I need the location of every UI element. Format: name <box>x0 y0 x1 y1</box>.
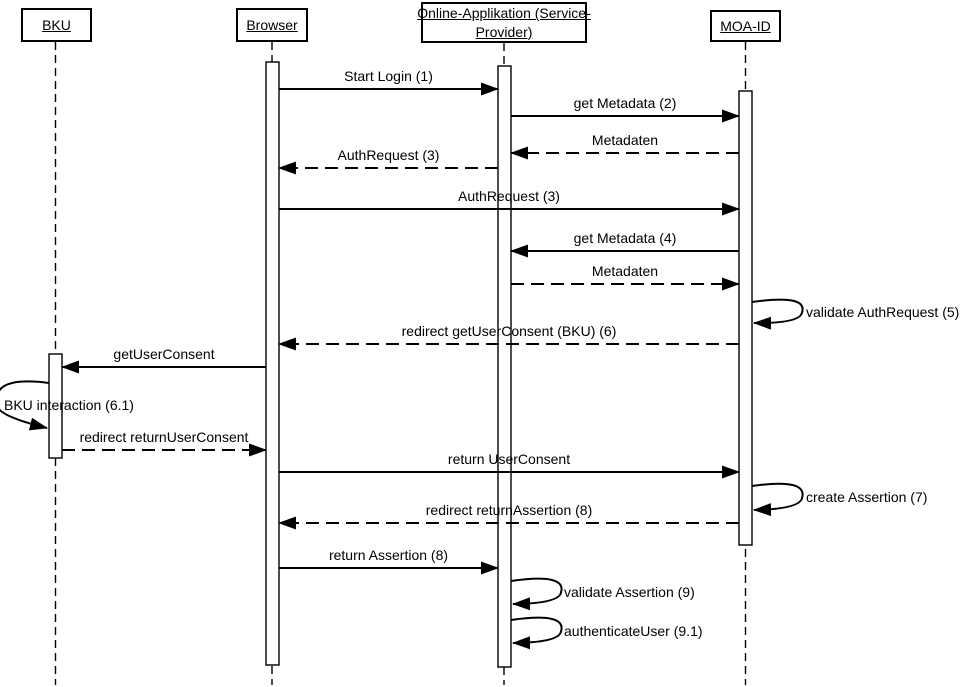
self-message-label: validate AuthRequest (5) <box>806 303 960 320</box>
self-message-label: create Assertion (7) <box>806 489 928 505</box>
activation-bar-browser <box>265 61 280 666</box>
message-label: redirect getUserConsent (BKU) (6) <box>401 323 617 339</box>
message-label: return Assertion (8) <box>328 547 449 563</box>
self-message-label: authenticateUser (9.1) <box>564 622 703 639</box>
message-label: Metadaten <box>591 263 659 279</box>
message-label: Metadaten <box>591 132 659 148</box>
activation-bar-online-applikation <box>497 65 512 668</box>
message-label: Start Login (1) <box>344 68 433 84</box>
actor-label: Browser <box>246 16 298 33</box>
self-message-arrow <box>510 616 563 650</box>
self-message-label: validate Assertion (9) <box>564 583 695 600</box>
self-message-arrow <box>751 482 804 517</box>
actor-box-online-applikation: Online-Applikation (Service-Provider) <box>417 2 591 43</box>
message-label: getUserConsent <box>113 346 215 362</box>
actor-label: MOA-ID <box>720 17 771 34</box>
message-label: redirect returnAssertion (8) <box>425 502 593 518</box>
self-message-arrow <box>751 298 804 330</box>
self-message-arrow <box>510 577 563 611</box>
actor-label: Online-Applikation (Service- <box>417 5 591 22</box>
actor-box-browser: Browser <box>236 8 308 42</box>
self-message-arrow <box>0 380 50 431</box>
actor-label: Provider) <box>475 23 533 40</box>
message-label: AuthRequest (3) <box>458 188 560 204</box>
message-label: redirect returnUserConsent <box>79 429 249 445</box>
activation-bar-moa-id <box>738 90 753 546</box>
message-label: get Metadata (2) <box>573 95 677 111</box>
message-label: get Metadata (4) <box>573 230 677 246</box>
self-message-label: BKU interaction (6.1) <box>4 396 134 413</box>
message-label: AuthRequest (3) <box>337 147 440 163</box>
actor-box-moa-id: MOA-ID <box>710 10 781 42</box>
actor-box-bku: BKU <box>21 8 92 42</box>
activation-bar-bku <box>48 353 63 459</box>
message-label: return UserConsent <box>447 451 571 467</box>
actor-label: BKU <box>42 16 71 33</box>
